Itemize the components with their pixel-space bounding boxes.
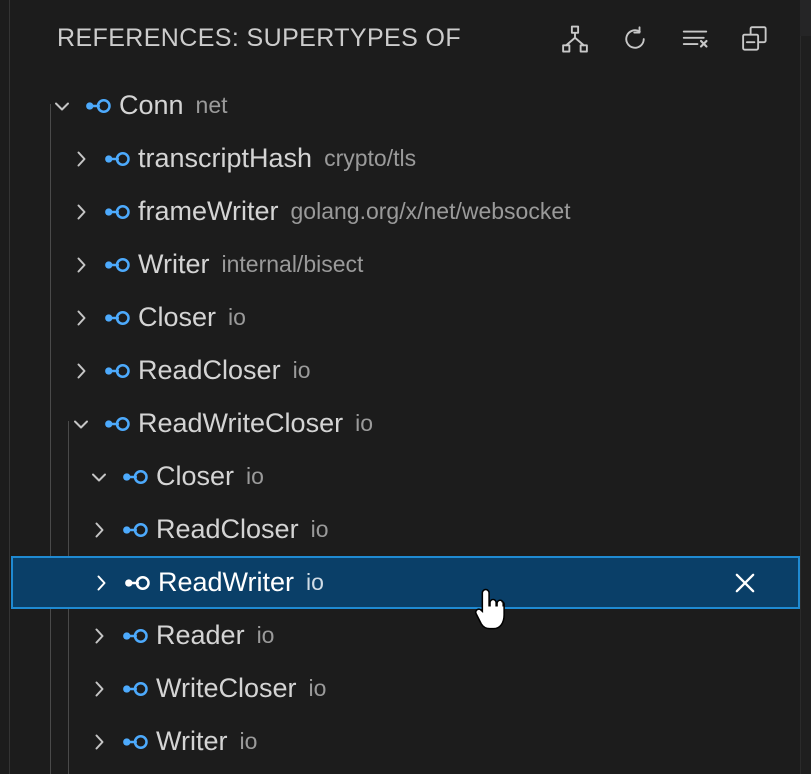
chevron-right-icon[interactable] bbox=[64, 344, 98, 397]
tree-row-detail: golang.org/x/net/websocket bbox=[290, 198, 571, 224]
tree-row-label: WriteCloser bbox=[156, 673, 297, 703]
tree-row-label: ReadCloser bbox=[156, 514, 299, 544]
panel-title: REFERENCES: SUPERTYPES OF bbox=[57, 24, 462, 52]
close-icon[interactable] bbox=[728, 566, 762, 600]
tree-row-detail: io bbox=[239, 728, 258, 754]
interface-icon bbox=[98, 197, 136, 227]
interface-icon bbox=[79, 91, 117, 121]
interface-icon bbox=[98, 144, 136, 174]
interface-icon bbox=[98, 409, 136, 439]
chevron-right-icon[interactable] bbox=[64, 185, 98, 238]
tree-row-detail: io bbox=[355, 410, 373, 436]
interface-icon bbox=[116, 621, 154, 651]
interface-icon bbox=[116, 462, 154, 492]
tree-row-label: transcriptHash bbox=[138, 143, 313, 173]
tree-row-detail: io bbox=[256, 622, 275, 648]
panel-header-actions bbox=[556, 20, 774, 58]
chevron-right-icon[interactable] bbox=[82, 503, 116, 556]
chevron-down-icon[interactable] bbox=[45, 79, 79, 132]
chevron-right-icon[interactable] bbox=[82, 609, 116, 662]
panel-left-edge bbox=[0, 0, 10, 774]
tree-row-label: Reader bbox=[156, 620, 245, 650]
tree-row-label: Writer bbox=[138, 249, 210, 279]
tree-row[interactable]: WriteCloser io bbox=[11, 662, 800, 715]
chevron-right-icon[interactable] bbox=[64, 291, 98, 344]
tree-row[interactable]: Writer internal/bisect bbox=[11, 238, 800, 291]
interface-icon bbox=[116, 674, 154, 704]
chevron-right-icon[interactable] bbox=[64, 238, 98, 291]
type-hierarchy-icon[interactable] bbox=[556, 20, 594, 58]
tree-row-detail: crypto/tls bbox=[324, 145, 417, 171]
adjacent-editor-tab-edge bbox=[800, 0, 811, 36]
tree-row-detail: internal/bisect bbox=[221, 251, 364, 277]
tree-row-label: ReadWriter bbox=[158, 567, 295, 597]
tree-row[interactable]: Closer io bbox=[11, 450, 800, 503]
interface-icon bbox=[116, 515, 154, 545]
clear-all-icon[interactable] bbox=[676, 20, 714, 58]
tree-row-label: Conn bbox=[119, 90, 184, 120]
interface-icon bbox=[98, 356, 136, 386]
chevron-right-icon[interactable] bbox=[82, 662, 116, 715]
tree-row-label: Closer bbox=[156, 461, 235, 491]
interface-icon bbox=[116, 727, 154, 757]
panel-header: REFERENCES: SUPERTYPES OF bbox=[11, 0, 800, 77]
adjacent-editor-edge bbox=[800, 0, 811, 774]
interface-icon bbox=[98, 250, 136, 280]
tree-row-detail: io bbox=[308, 675, 327, 701]
tree-row-detail: net bbox=[195, 92, 228, 118]
chevron-down-icon[interactable] bbox=[82, 450, 116, 503]
tree-row[interactable]: ReadWriter io bbox=[11, 556, 800, 609]
tree-row-label: Writer bbox=[156, 726, 228, 756]
tree-row[interactable]: transcriptHash crypto/tls bbox=[11, 132, 800, 185]
tree-row[interactable]: frameWriter golang.org/x/net/websocket bbox=[11, 185, 800, 238]
chevron-down-icon[interactable] bbox=[64, 397, 98, 450]
collapse-all-icon[interactable] bbox=[736, 20, 774, 58]
tree-row[interactable]: ReadCloser io bbox=[11, 344, 800, 397]
chevron-right-icon[interactable] bbox=[82, 715, 116, 768]
tree-row[interactable]: Closer io bbox=[11, 291, 800, 344]
tree-row-detail: io bbox=[306, 569, 324, 595]
tree-row-label: frameWriter bbox=[138, 196, 279, 226]
refresh-icon[interactable] bbox=[616, 20, 654, 58]
interface-icon bbox=[98, 303, 136, 333]
tree-row-label: ReadCloser bbox=[138, 355, 281, 385]
tree-row[interactable]: ReadCloser io bbox=[11, 503, 800, 556]
tree-row-detail: io bbox=[246, 463, 264, 489]
tree-row[interactable]: Writer io bbox=[11, 715, 800, 768]
chevron-right-icon[interactable] bbox=[84, 556, 118, 609]
tree-row[interactable]: Reader io bbox=[11, 609, 800, 662]
tree-row-detail: io bbox=[292, 357, 311, 383]
tree-row-detail: io bbox=[310, 516, 329, 542]
interface-icon bbox=[118, 568, 156, 598]
tree-row-detail: io bbox=[228, 304, 246, 330]
tree-row-label: Closer bbox=[138, 302, 217, 332]
tree-row[interactable]: ReadWriteCloser io bbox=[11, 397, 800, 450]
chevron-right-icon[interactable] bbox=[64, 132, 98, 185]
tree-row-label: ReadWriteCloser bbox=[138, 408, 344, 438]
